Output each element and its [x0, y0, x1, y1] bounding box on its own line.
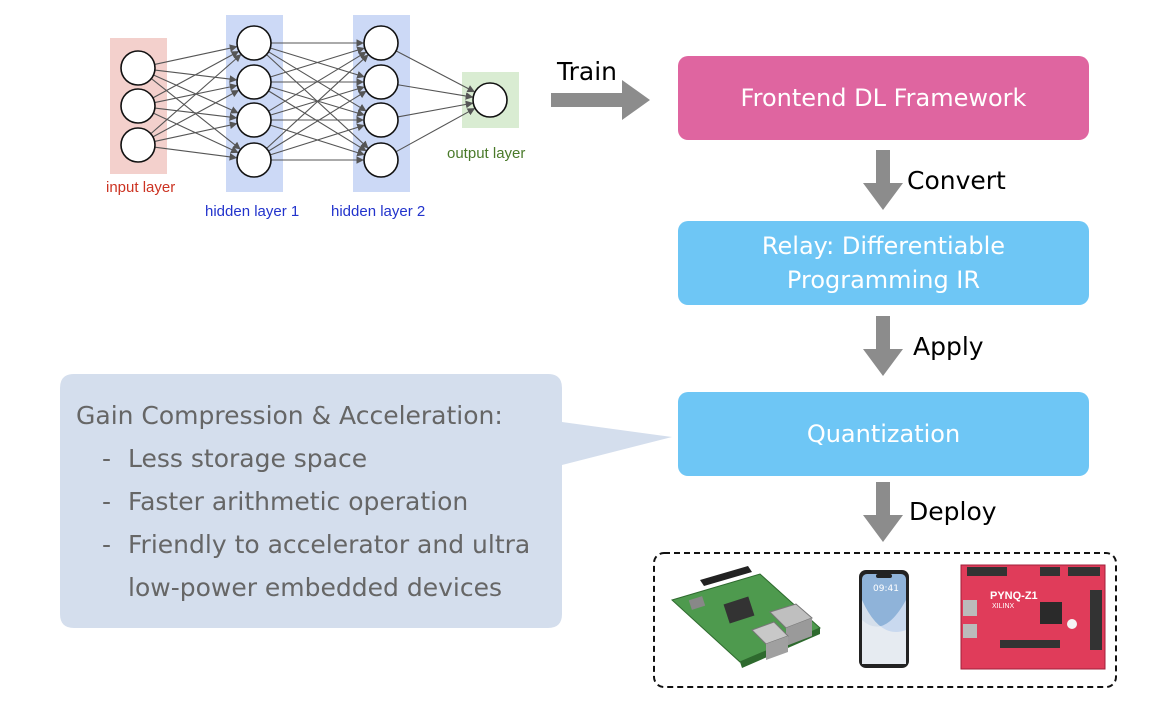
network-neuron: [236, 25, 272, 61]
network-neuron: [472, 82, 508, 118]
pynq-board-image: [960, 564, 1106, 670]
hidden-layer-1-label: hidden layer 1: [205, 203, 300, 220]
callout-bullet: -Less storage space: [102, 444, 368, 473]
network-connection: [397, 84, 474, 100]
relay-ir-box: Relay: Differentiable Programming IR: [678, 221, 1089, 305]
callout-bubble: [60, 374, 672, 628]
callout-bullet: -Faster arithmetic operation: [102, 487, 469, 516]
network-neuron: [236, 64, 272, 100]
network-connection: [270, 85, 365, 116]
network-neuron: [363, 142, 399, 178]
callout-bullet-text: Friendly to accelerator and ultra: [128, 530, 531, 559]
iphone-image: [859, 570, 909, 668]
deploy-label: Deploy: [909, 497, 997, 526]
relay-ir-text-line2: Programming IR: [786, 266, 981, 294]
pynq-board-sublabel: XILINX: [992, 603, 1015, 610]
convert-label: Convert: [907, 166, 1006, 195]
network-neuron: [363, 25, 399, 61]
output-layer-label: output layer: [447, 145, 526, 162]
network-neuron: [236, 102, 272, 138]
phone-time: 09:41: [873, 584, 899, 594]
callout-title: Gain Compression & Acceleration:: [76, 401, 503, 430]
relay-ir-text-line1: Relay: Differentiable: [761, 232, 1006, 260]
callout-bullet: -Friendly to accelerator and ultra: [102, 530, 531, 559]
network-connection: [395, 50, 476, 93]
network-neuron: [120, 50, 156, 86]
apply-arrow: [863, 316, 903, 376]
network-connection: [152, 90, 240, 138]
pynq-board-label: PYNQ-Z1: [990, 590, 1038, 602]
network-connection: [266, 54, 369, 149]
network-connection: [397, 100, 474, 118]
network-connection: [154, 121, 238, 142]
callout-bullet-text: Faster arithmetic operation: [128, 487, 469, 516]
network-neuron: [363, 102, 399, 138]
network-connection: [268, 51, 367, 112]
raspberry-pi-image: [671, 566, 821, 668]
network-connection: [395, 108, 476, 153]
deploy-arrow: [863, 482, 903, 542]
frontend-dl-framework-box: Frontend DL Framework: [678, 56, 1089, 140]
train-arrow: [551, 80, 650, 120]
network-neuron: [120, 88, 156, 124]
network-connection: [152, 51, 240, 99]
apply-label: Apply: [913, 332, 984, 361]
callout-text: Gain Compression & Acceleration: -Less s…: [76, 394, 530, 609]
frontend-dl-framework-text: Frontend DL Framework: [740, 84, 1027, 112]
network-connection: [270, 46, 365, 78]
convert-arrow: [863, 150, 903, 210]
network-neuron: [363, 64, 399, 100]
quantization-box: Quantization: [678, 392, 1089, 476]
network-connection: [268, 90, 367, 152]
train-label: Train: [557, 57, 617, 86]
callout-bullet-text: Less storage space: [128, 444, 368, 473]
network-connection: [154, 146, 238, 161]
callout-bullet-continuation: low-power embedded devices: [128, 573, 502, 602]
quantization-text: Quantization: [806, 420, 961, 448]
devices-dashed-box: [653, 552, 1117, 688]
hidden-layer-2-label: hidden layer 2: [331, 203, 426, 220]
network-connection: [154, 107, 238, 121]
network-neuron: [120, 127, 156, 163]
network-connection: [270, 123, 365, 156]
network-connection: [150, 54, 242, 135]
input-layer-label: input layer: [106, 179, 176, 196]
network-neuron: [236, 142, 272, 178]
network-connection: [154, 44, 238, 65]
